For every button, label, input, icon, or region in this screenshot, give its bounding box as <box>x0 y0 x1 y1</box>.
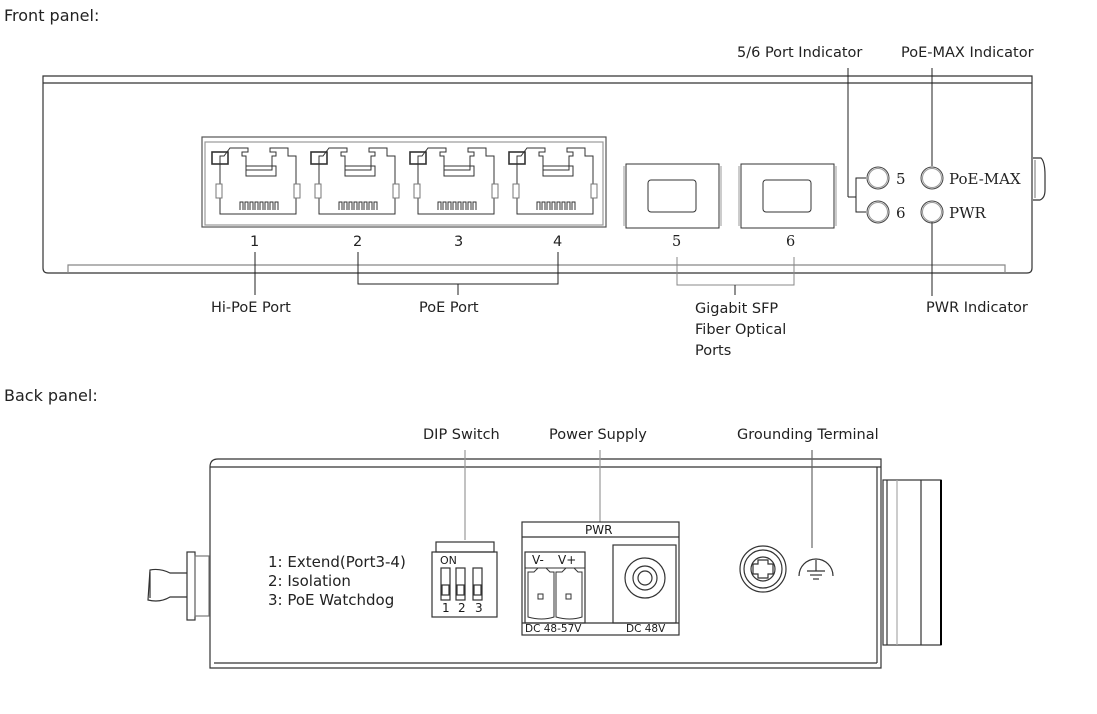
power-supply-callout: Power Supply <box>549 427 647 443</box>
dip-switch-callout: DIP Switch <box>423 427 500 443</box>
dip-legend-item-3: 3: PoE Watchdog <box>268 591 395 609</box>
pwr-header: PWR <box>585 523 613 537</box>
terminal-plus-label: V+ <box>558 553 577 567</box>
port-number-2: 2 <box>353 234 363 250</box>
sfp-callout-line2: Fiber Optical <box>695 322 787 338</box>
pwr-indicator-callout: PWR Indicator <box>926 300 1028 316</box>
terminal-minus-label: V- <box>532 553 544 567</box>
led-label-poe-max: PoE-MAX <box>949 170 1021 188</box>
grounding-terminal-callout: Grounding Terminal <box>737 427 879 443</box>
poe-port-callout: PoE Port <box>419 300 479 316</box>
led-pwr <box>920 200 944 224</box>
port-number-3: 3 <box>454 234 464 250</box>
rj45-port-block <box>201 136 607 228</box>
rj45-port-1 <box>211 147 301 215</box>
dip-switch-body <box>431 541 498 618</box>
jack-rating: DC 48V <box>626 623 666 635</box>
rj45-port-3 <box>409 147 499 215</box>
back-chassis <box>147 450 942 669</box>
port-number-5: 5 <box>672 234 682 250</box>
led-port-6 <box>866 200 890 224</box>
sfp-callout-line1: Gigabit SFP <box>695 301 779 317</box>
front-panel-title: Front panel: <box>4 6 100 25</box>
led-port-5 <box>866 166 890 190</box>
dip-legend: 1: Extend(Port3-4) 2: Isolation 3: PoE W… <box>268 553 406 610</box>
hi-poe-port-callout: Hi-PoE Port <box>211 300 291 316</box>
dip-legend-item-1: 1: Extend(Port3-4) <box>268 553 406 571</box>
rj45-port-2 <box>310 147 400 215</box>
sfp-port-6 <box>738 163 837 229</box>
dip-position-1: 1 <box>442 601 450 615</box>
ground-symbol-icon <box>798 558 834 580</box>
port-number-1: 1 <box>250 234 260 250</box>
back-panel-title: Back panel: <box>4 386 98 405</box>
grounding-screw <box>739 545 787 593</box>
dip-on-label: ON <box>440 554 457 567</box>
led-label-5: 5 <box>896 170 906 188</box>
terminal-minus <box>527 567 555 620</box>
sfp-port-5 <box>623 163 722 229</box>
dip-position-3: 3 <box>475 601 483 615</box>
terminal-plus <box>555 567 583 620</box>
rj45-port-4 <box>508 147 598 215</box>
led-label-6: 6 <box>896 204 906 222</box>
led-label-pwr: PWR <box>949 204 986 222</box>
sfp-ports-callout: Gigabit SFP Fiber Optical Ports <box>695 299 786 362</box>
terminal-rating: DC 48-57V <box>525 623 582 635</box>
dip-position-2: 2 <box>458 601 466 615</box>
port-indicator-callout: 5/6 Port Indicator <box>737 45 863 61</box>
sfp-callout-line3: Ports <box>695 343 732 359</box>
port-number-4: 4 <box>553 234 563 250</box>
front-chassis <box>42 75 1046 274</box>
poe-max-indicator-callout: PoE-MAX Indicator <box>901 45 1034 61</box>
led-poe-max <box>920 166 944 190</box>
port-number-6: 6 <box>786 234 796 250</box>
dip-legend-item-2: 2: Isolation <box>268 572 351 590</box>
power-supply-block <box>521 521 680 636</box>
